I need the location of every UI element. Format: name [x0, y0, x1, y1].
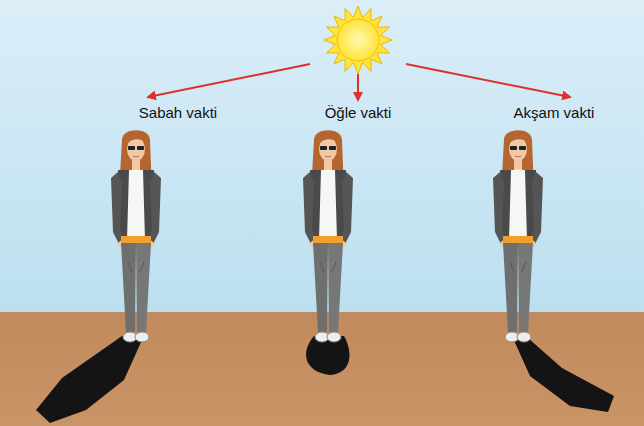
time-label-box: Sabah vakti	[139, 104, 217, 122]
girl-figure	[493, 130, 543, 342]
time-label-box: Akşam vakti	[514, 104, 595, 122]
light-arrow	[406, 64, 570, 97]
girl-figure	[111, 130, 161, 342]
shadow-long	[512, 336, 614, 412]
sun	[337, 19, 379, 61]
time-label-box: Öğle vakti	[325, 104, 392, 122]
time-label: Öğle vakti	[325, 104, 392, 121]
girl-figure	[303, 130, 353, 342]
light-arrow	[357, 74, 359, 100]
time-label: Sabah vakti	[139, 104, 217, 121]
time-label: Akşam vakti	[514, 104, 595, 121]
light-arrow	[148, 64, 310, 97]
shadow-short	[306, 336, 349, 375]
shadow-long	[36, 336, 142, 423]
sun-rays	[324, 6, 392, 74]
